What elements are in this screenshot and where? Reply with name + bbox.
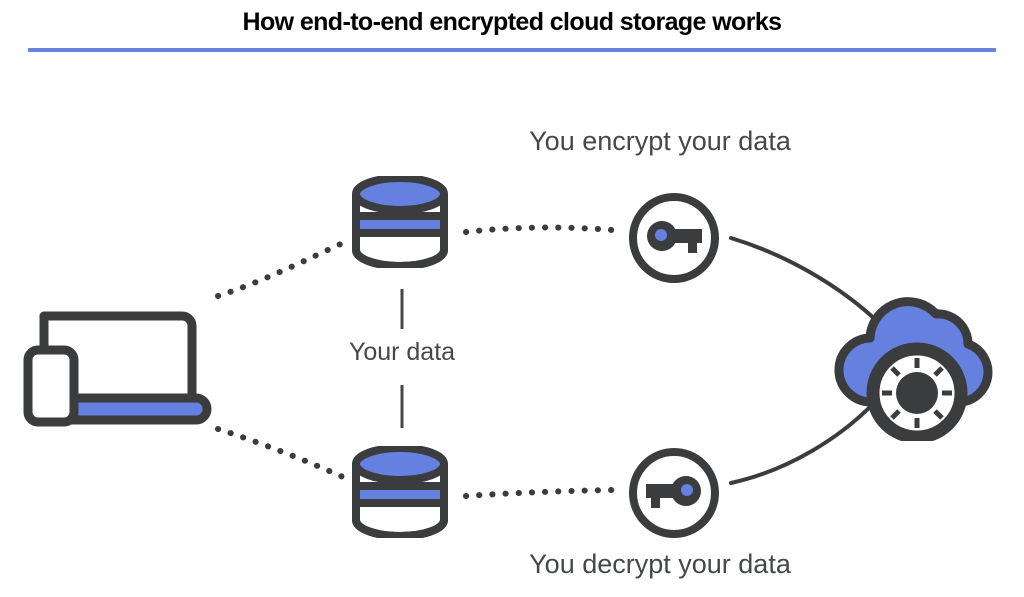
connector-device-to-db-top <box>215 239 348 299</box>
label-encrypt: You encrypt your data <box>529 126 791 156</box>
key-glyph-mirrored <box>646 476 701 508</box>
key-tooth-one <box>651 491 660 508</box>
title-divider <box>28 48 996 52</box>
database-icon-bottom <box>348 446 452 538</box>
key-tooth-one <box>688 236 697 253</box>
database-icon-top <box>348 176 452 268</box>
phone-body <box>23 345 79 427</box>
connector-db-bottom-to-key-bottom <box>463 487 615 499</box>
connector-device-to-db-bottom <box>215 426 348 481</box>
key-hole-accent <box>681 484 693 496</box>
key-icon-decrypt <box>626 445 722 541</box>
page-title: How end-to-end encrypted cloud storage w… <box>242 8 783 36</box>
database-outline <box>352 464 448 538</box>
laptop-phone-icon <box>22 290 217 430</box>
database-band-blue <box>360 217 440 231</box>
key-hole-accent <box>655 229 667 241</box>
key-icon-encrypt <box>626 190 722 286</box>
label-your-data: Your data <box>348 338 456 366</box>
database-top-disc <box>352 446 448 484</box>
safe-dial-ticks <box>882 358 952 428</box>
database-top-disc <box>352 176 448 214</box>
cloud-lock-icon <box>826 286 1006 441</box>
key-shaft <box>670 229 702 243</box>
connector-db-top-to-key-top <box>463 224 615 235</box>
database-band-blue <box>360 487 440 501</box>
label-decrypt: You decrypt your data <box>529 549 791 579</box>
safe-dial-hub <box>896 372 938 414</box>
database-outline <box>352 194 448 268</box>
key-shaft <box>646 484 678 498</box>
title-block: How end-to-end encrypted cloud storage w… <box>0 0 1024 60</box>
